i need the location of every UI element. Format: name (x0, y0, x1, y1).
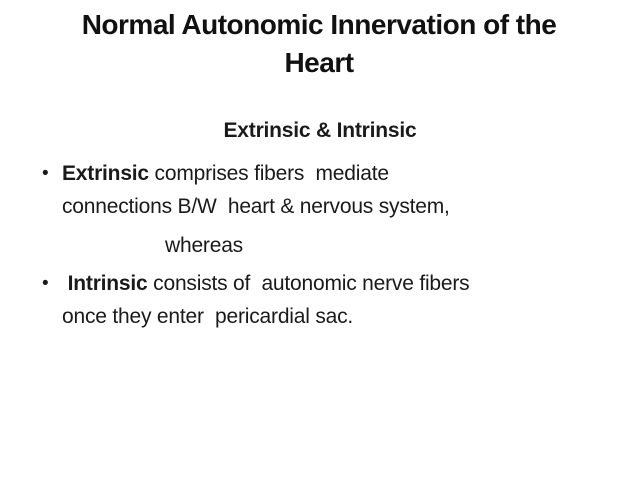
subtitle: Extrinsic & Intrinsic (223, 119, 417, 142)
bullet-intrinsic-rest: consists of autonomic nerve fibers once … (62, 272, 470, 328)
connector-whereas: whereas (165, 234, 243, 257)
bullet-extrinsic: • Extrinsic comprises fibers mediate con… (40, 157, 600, 223)
bullet-icon: • (42, 163, 49, 184)
slide-body: Extrinsic & Intrinsic • Extrinsic compri… (0, 114, 638, 333)
bullet-icon: • (42, 273, 49, 294)
bullet-extrinsic-rest: comprises fibers mediate connections B/W… (62, 162, 450, 218)
bullet-intrinsic-lead: Intrinsic (62, 272, 148, 295)
bullet-extrinsic-lead: Extrinsic (62, 162, 149, 185)
bullet-intrinsic-text: Intrinsic consists of autonomic nerve fi… (62, 272, 470, 328)
slide-title: Normal Autonomic Innervation of the Hear… (81, 9, 557, 78)
bullet-extrinsic-text: Extrinsic comprises fibers mediate conne… (62, 162, 450, 218)
bullet-intrinsic: • Intrinsic consists of autonomic nerve … (40, 267, 600, 333)
